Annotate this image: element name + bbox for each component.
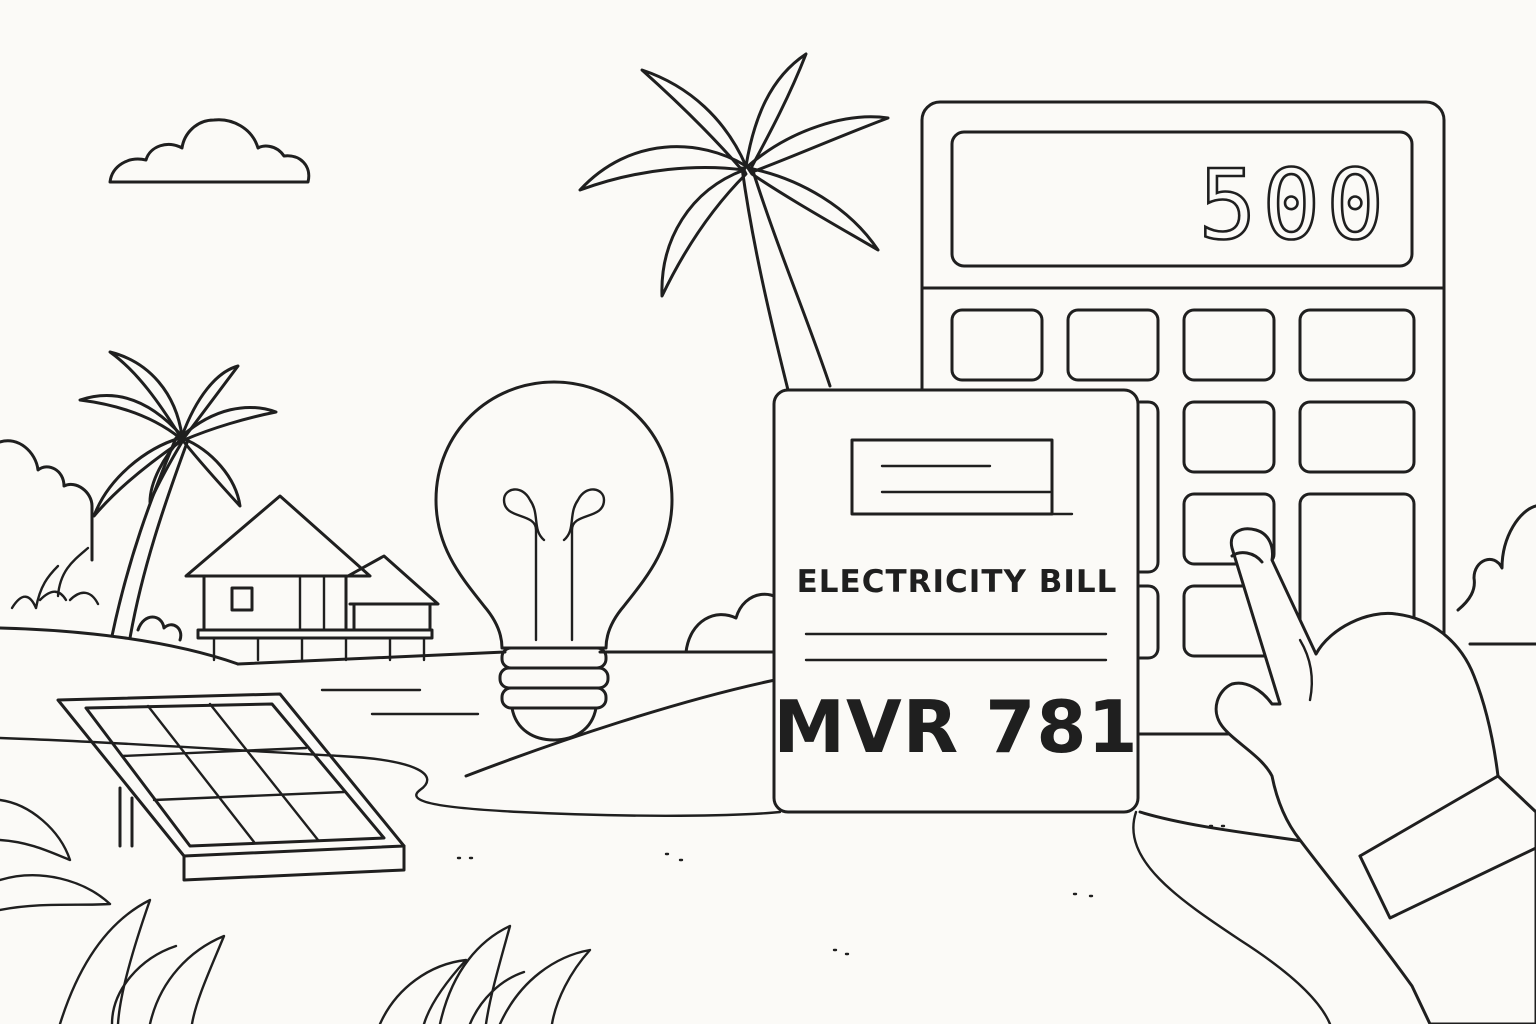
light-bulb-icon — [434, 380, 674, 742]
calculator-key — [1182, 400, 1276, 474]
hand-icon — [1214, 527, 1536, 1024]
palm-tree-icon — [78, 350, 278, 640]
ground-dots — [456, 824, 1226, 956]
calculator-display: 500 — [950, 130, 1414, 268]
calculator-key — [1298, 308, 1416, 382]
calculator-key — [950, 308, 1044, 382]
calculator-key — [1066, 308, 1160, 382]
palm-tree-icon — [578, 52, 890, 392]
left-island — [0, 439, 183, 642]
calculator-display-value: 500 — [1199, 149, 1390, 261]
calculator-key — [1182, 492, 1276, 566]
plant-icon — [0, 798, 592, 1024]
bill-title: ELECTRICITY BILL — [797, 564, 1118, 600]
bill-amount: MVR 781 — [773, 685, 1138, 769]
solar-panel-icon — [56, 692, 406, 882]
document-icon: ELECTRICITY BILL MVR 781 — [772, 388, 1140, 814]
calculator-key — [1298, 400, 1416, 474]
stilt-house-icon — [184, 494, 440, 662]
calculator-key — [1182, 308, 1276, 382]
electricity-bill — [772, 388, 1140, 814]
bill-header-box — [850, 438, 1054, 516]
cloud-icon — [108, 118, 311, 184]
